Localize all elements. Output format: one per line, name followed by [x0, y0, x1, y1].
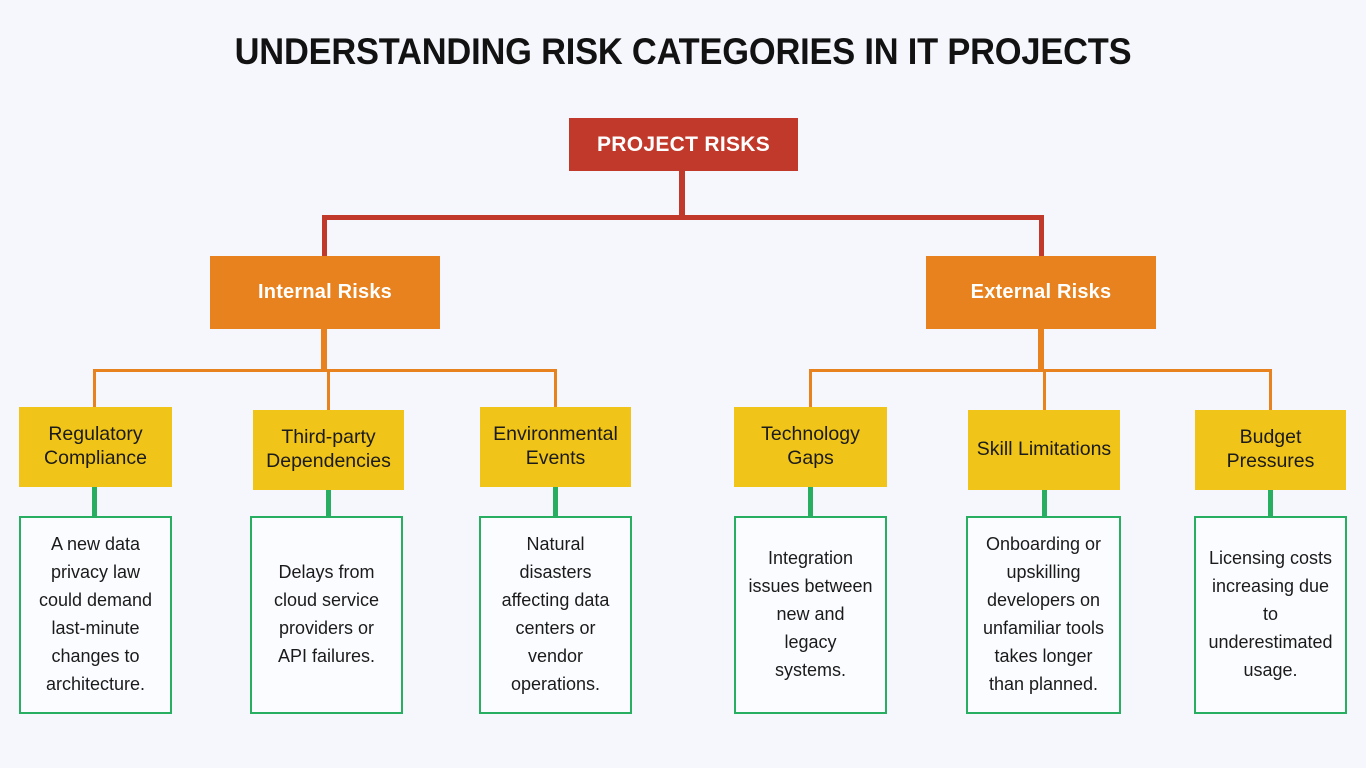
node-budget-pressures-detail-text: Licensing costs increasing due to undere… [1208, 548, 1333, 680]
node-environmental-events-detail-text: Natural disasters affecting data centers… [501, 534, 610, 694]
connector-regulatory-to-detail [92, 486, 97, 516]
connector-root-to-external [1039, 215, 1044, 260]
connector-skill-to-detail [1042, 489, 1047, 516]
node-budget-pressures[interactable]: Budget Pressures [1195, 410, 1346, 490]
node-technology-gaps-detail-text: Integration issues between new and legac… [748, 548, 873, 680]
connector-internal-stem [321, 328, 327, 372]
node-external-risks[interactable]: External Risks [926, 256, 1156, 329]
connector-technology-to-detail [808, 486, 813, 516]
connector-external-to-technology [809, 369, 812, 407]
node-regulatory-compliance-detail-text: A new data privacy law could demand last… [38, 534, 153, 694]
node-project-risks-label: PROJECT RISKS [596, 132, 771, 156]
connector-external-to-skill [1043, 369, 1046, 410]
node-third-party-dependencies[interactable]: Third-party Dependencies [253, 410, 404, 490]
connector-budget-to-detail [1268, 489, 1273, 516]
node-skill-limitations-detail-text: Onboarding or upskilling developers on u… [982, 534, 1105, 694]
node-regulatory-compliance-detail[interactable]: A new data privacy law could demand last… [19, 516, 172, 714]
node-third-party-dependencies-detail-text: Delays from cloud service providers or A… [273, 562, 380, 666]
page-title: UNDERSTANDING RISK CATEGORIES IN IT PROJ… [234, 31, 1132, 72]
connector-internal-to-environmental [554, 369, 557, 407]
node-environmental-events-label: Environmental Events [493, 423, 618, 469]
node-third-party-dependencies-detail[interactable]: Delays from cloud service providers or A… [250, 516, 403, 714]
node-internal-risks[interactable]: Internal Risks [210, 256, 440, 329]
node-skill-limitations[interactable]: Skill Limitations [968, 410, 1120, 490]
node-skill-limitations-label: Skill Limitations [976, 438, 1112, 461]
node-technology-gaps-label: Technology Gaps [761, 423, 860, 469]
node-internal-risks-label: Internal Risks [258, 281, 392, 304]
node-environmental-events-detail[interactable]: Natural disasters affecting data centers… [479, 516, 632, 714]
connector-internal-to-regulatory [93, 369, 96, 407]
node-external-risks-label: External Risks [970, 281, 1112, 304]
node-regulatory-compliance-label: Regulatory Compliance [44, 423, 147, 469]
connector-environmental-to-detail [553, 486, 558, 516]
node-skill-limitations-detail[interactable]: Onboarding or upskilling developers on u… [966, 516, 1121, 714]
connector-internal-bus [93, 369, 557, 372]
node-third-party-dependencies-label: Third-party Dependencies [266, 426, 391, 472]
node-project-risks[interactable]: PROJECT RISKS [569, 118, 798, 171]
connector-internal-to-thirdparty [327, 369, 330, 410]
connector-root-stem [679, 170, 685, 218]
node-environmental-events[interactable]: Environmental Events [480, 407, 631, 487]
connector-thirdparty-to-detail [326, 489, 331, 516]
connector-external-bus [809, 369, 1272, 372]
connector-root-bus [322, 215, 1044, 220]
connector-external-to-budget [1269, 369, 1272, 410]
node-regulatory-compliance[interactable]: Regulatory Compliance [19, 407, 172, 487]
node-budget-pressures-label: Budget Pressures [1226, 426, 1315, 472]
node-technology-gaps[interactable]: Technology Gaps [734, 407, 887, 487]
connector-root-to-internal [322, 215, 327, 260]
connector-external-stem [1038, 328, 1044, 372]
node-technology-gaps-detail[interactable]: Integration issues between new and legac… [734, 516, 887, 714]
node-budget-pressures-detail[interactable]: Licensing costs increasing due to undere… [1194, 516, 1347, 714]
